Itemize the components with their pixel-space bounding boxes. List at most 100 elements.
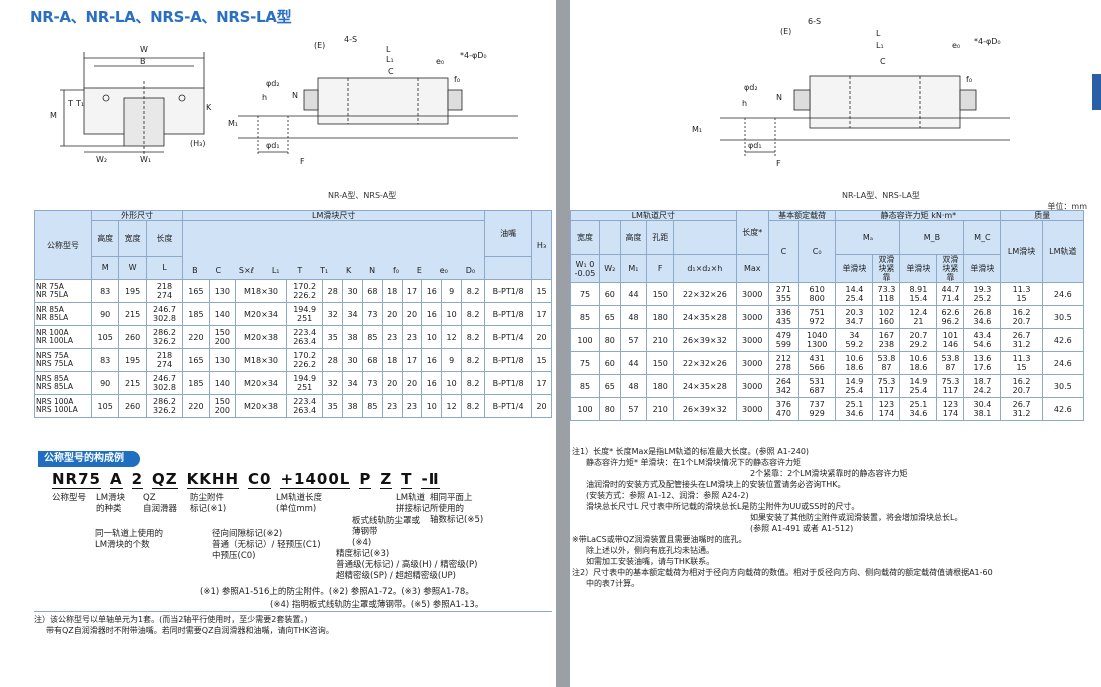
- desc-length: LM轨道长度(单位mm): [276, 493, 323, 514]
- cell-T: 28: [322, 348, 344, 372]
- cell-max: 3000: [735, 351, 769, 375]
- cell-W: 260: [118, 394, 147, 418]
- cell-e0: 9: [441, 279, 463, 303]
- th-C0: C₀: [797, 220, 837, 283]
- th-rail-pitch-cn: 孔距: [646, 220, 675, 255]
- right-note-line: 2个紧靠：2个LM滑块紧靠时的静态容许力矩: [750, 469, 908, 478]
- cell-H3: 15: [531, 279, 552, 303]
- cell-C: 130: [208, 348, 237, 372]
- r-lbl-e0: e₀: [952, 41, 960, 50]
- lbl-L1: L₁: [386, 55, 394, 64]
- sidebar-tab[interactable]: [1092, 74, 1101, 110]
- cell-F: 150: [646, 351, 675, 375]
- code-part: NR75: [52, 470, 101, 489]
- right-note-line: 静态容许力矩* 单滑块：在1个LM滑块情况下的静态容许力矩: [586, 458, 801, 467]
- r-lbl-F: F: [776, 159, 781, 168]
- th-W1: W₁ 0 -0.05: [570, 254, 600, 283]
- r-lbl-d1: φd₁: [748, 141, 762, 150]
- cell-W1: 85: [570, 305, 600, 329]
- cell-e0: 10: [441, 302, 463, 326]
- th-mc-single: 单滑块: [963, 254, 1002, 283]
- cell-H3: 20: [531, 394, 552, 418]
- cell-K: 68: [361, 348, 383, 372]
- desc-model: 公称型号: [52, 493, 87, 503]
- cell-S: M20×38: [235, 325, 287, 349]
- cell-W2: 60: [599, 282, 621, 306]
- cell-S: M18×30: [235, 348, 287, 372]
- cell-N: 20: [381, 302, 403, 326]
- cell-E: 16: [421, 302, 443, 326]
- cell-D0: 8.2: [461, 348, 486, 372]
- code-part: A: [109, 470, 123, 489]
- th-nozzle-blank: [484, 255, 533, 281]
- right-note-line: 如需加工安装油嘴，请与THK联系。: [586, 557, 715, 566]
- cell-S: M20×34: [235, 302, 287, 326]
- desc-c0: 径向间隙标记(※2)普通（无标记）/ 轻预压(C1)中预压(C0): [212, 529, 321, 561]
- cell-W2: 60: [599, 351, 621, 375]
- cell-K: 73: [361, 302, 383, 326]
- code-section-heading: 公称型号的构成例: [38, 451, 140, 467]
- r-lbl-h: h: [742, 99, 747, 108]
- th-block-col: S×ℓ: [238, 266, 254, 275]
- th-block-col: T: [297, 266, 303, 275]
- th-height-cn: 高度: [90, 220, 120, 257]
- dim-H3: (H₃): [190, 139, 205, 148]
- desc-type: LM滑块的种类: [96, 493, 126, 514]
- cell-M: 83: [90, 348, 120, 372]
- r-lbl-E: (E): [780, 27, 791, 36]
- cell-M1: 57: [619, 397, 648, 421]
- desc-plate: 板式线轨防尘罩或薄钢带(※4): [352, 516, 421, 548]
- right-note-line: (安装方式：参照 A1-12、润滑：参照 A24-2): [586, 491, 749, 500]
- desc-joint: LM轨道拼接标记: [396, 493, 431, 514]
- unit-label: 单位：mm: [1047, 202, 1087, 211]
- cell-H3: 20: [531, 325, 552, 349]
- lbl-f0: f₀: [454, 75, 460, 84]
- th-d: d₁×d₂×h: [673, 254, 737, 283]
- cell-f0: 20: [401, 302, 423, 326]
- code-part: C0: [248, 470, 272, 489]
- cell-C: 140: [208, 302, 237, 326]
- cell-K: 85: [361, 394, 383, 418]
- cell-W: 215: [118, 302, 147, 326]
- cell-W1: 100: [570, 397, 600, 421]
- cell-e0: 10: [441, 371, 463, 395]
- cell-mass-rail: 42.6: [1041, 328, 1085, 352]
- cell-W: 195: [118, 348, 147, 372]
- left-note-2: 带有QZ自润滑器时不附带油嘴。若同时需要QZ自润滑器和油嘴，请向THK咨询。: [46, 626, 334, 635]
- th-nozzle: 油嘴: [484, 210, 533, 257]
- dim-W1: W₁: [140, 155, 151, 164]
- th-MC: M_C: [963, 220, 1002, 255]
- th-rail-width-cn: 宽度: [570, 220, 600, 255]
- cell-H3: 17: [531, 371, 552, 395]
- cell-T1: 34: [342, 371, 363, 395]
- cell-max: 3000: [735, 328, 769, 352]
- cell-H3: 15: [531, 348, 552, 372]
